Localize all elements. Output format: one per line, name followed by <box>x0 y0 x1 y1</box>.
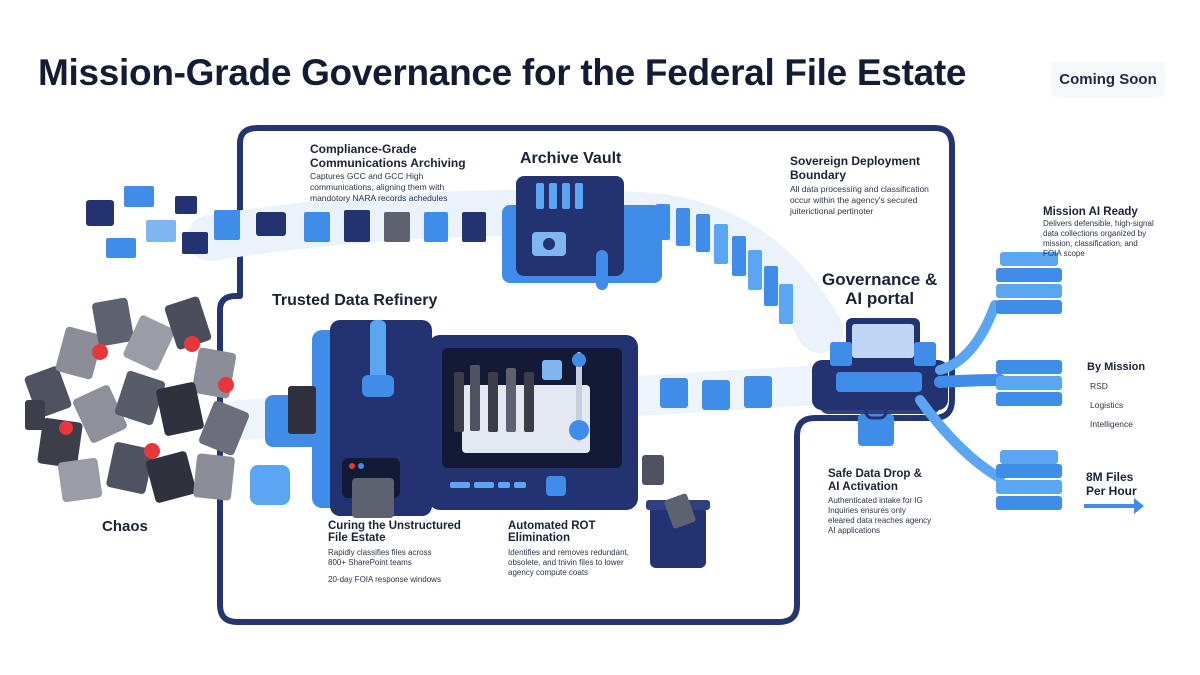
governance-heading-line: Governance & <box>822 270 938 289</box>
rot-desc-line: agency compute coats <box>508 568 589 577</box>
throughput-arrow-icon <box>1084 498 1144 514</box>
cleaned-file-cubes <box>660 376 772 410</box>
rot-heading: Automated ROT Elimination <box>508 520 596 544</box>
data-refinery-machine <box>250 320 664 518</box>
mission-ai-description: Delivers defensible, high-signal data co… <box>1043 219 1154 259</box>
sovereign-heading: Sovereign Deployment Boundary <box>790 154 920 182</box>
curing-heading-line: Curing the Unstructured <box>328 520 461 532</box>
throughput-line: Per Hour <box>1086 484 1137 498</box>
rot-heading-line: Automated ROT <box>508 520 596 532</box>
trash-bin <box>646 493 710 568</box>
output-stack-bottom <box>996 450 1062 510</box>
chaos-file-pile <box>24 296 250 503</box>
safe-drop-desc-line: AI applications <box>828 526 881 535</box>
governance-portal <box>812 318 948 446</box>
curing-desc-line: Rapidly classifies files across <box>328 548 432 557</box>
mission-item: Intelligence <box>1090 419 1134 429</box>
archiving-heading-line: Communications Archiving <box>310 156 466 170</box>
mission-ai-desc-line: Delivers defensible, high-signal <box>1043 219 1154 228</box>
page-title: Mission-Grade Governance for the Federal… <box>38 52 967 93</box>
rot-desc-line: obsolete, and tnivin files to lower <box>508 558 624 567</box>
sovereign-desc-line: All data processing and classification <box>790 184 929 194</box>
alert-icon <box>59 421 73 435</box>
alert-icon <box>218 377 234 393</box>
sovereign-heading-line: Sovereign Deployment <box>790 154 921 168</box>
safe-drop-desc-line: Authenticated intake for IG <box>828 496 923 505</box>
by-mission-heading: By Mission <box>1087 361 1146 373</box>
safe-drop-desc-line: eleared data reaches agency <box>828 516 932 525</box>
curing-heading-line: File Estate <box>328 532 386 544</box>
mission-ai-heading: Mission AI Ready <box>1043 206 1138 218</box>
sovereign-desc-line: occur within the agency's secured <box>790 195 918 205</box>
mission-ai-desc-line: data collections organized by <box>1043 229 1147 238</box>
refinery-heading: Trusted Data Refinery <box>272 292 438 309</box>
mission-ai-desc-line: mission, classification, and <box>1043 239 1138 248</box>
safe-drop-description: Authenticated intake for IG Inquiries en… <box>828 496 931 536</box>
alert-icon <box>92 344 108 360</box>
safe-drop-heading-line: AI Activation <box>828 481 898 493</box>
safe-drop-heading: Safe Data Drop & AI Activation <box>828 468 922 494</box>
curing-foia-note: 20-day FOIA response windows <box>328 575 441 584</box>
throughput-line: 8M Files <box>1086 470 1134 484</box>
sovereign-heading-line: Boundary <box>790 168 847 182</box>
archiving-desc-line: communications, aligning them with <box>310 182 445 192</box>
throughput-label: 8M Files Per Hour <box>1086 470 1137 498</box>
domino-files <box>656 204 793 324</box>
mission-item: Logistics <box>1090 400 1124 410</box>
rot-heading-line: Elimination <box>508 532 570 544</box>
stream-mid <box>934 374 1006 388</box>
by-mission-list: RSD Logistics Intelligence <box>1090 377 1133 434</box>
stream-bottom <box>915 395 1005 483</box>
stream-top <box>935 300 1000 375</box>
alert-icon <box>184 336 200 352</box>
output-stack-mid <box>996 360 1062 406</box>
output-stack-top <box>996 252 1062 314</box>
chaos-label: Chaos <box>102 518 148 535</box>
alert-icon <box>144 443 160 459</box>
archiving-description: Captures GCC and GCC High communications… <box>310 171 448 204</box>
rot-description: Identifies and removes redundant, obsole… <box>508 548 629 578</box>
rot-desc-line: Identifies and removes redundant, <box>508 548 629 557</box>
curing-heading: Curing the Unstructured File Estate <box>328 520 461 544</box>
safe-drop-desc-line: Inquiries ensures only <box>828 506 906 515</box>
mission-item: RSD <box>1090 381 1108 391</box>
coming-soon-badge: Coming Soon <box>1052 62 1164 96</box>
governance-heading-line: AI portal <box>845 289 915 308</box>
curing-desc-line: 800+ SharePoint teams <box>328 558 412 567</box>
sovereign-desc-line: juiterictional pertinoter <box>790 206 874 216</box>
archive-vault-heading: Archive Vault <box>520 150 622 167</box>
archive-vault-machine <box>502 176 662 290</box>
curing-description: Rapidly classifies files across 800+ Sha… <box>328 548 432 568</box>
archiving-desc-line: Captures GCC and GCC High <box>310 171 424 181</box>
mission-ai-desc-line: FOIA scope <box>1043 249 1085 258</box>
governance-heading: Governance & AI portal <box>822 270 937 308</box>
archiving-desc-line: mandotory NARA records achedules <box>310 193 448 203</box>
archiving-heading: Compliance-Grade Communications Archivin… <box>310 142 466 170</box>
incoming-message-icons <box>86 186 486 258</box>
sovereign-boundary <box>217 125 955 625</box>
sovereign-description: All data processing and classification o… <box>790 184 929 217</box>
archiving-heading-line: Compliance-Grade <box>310 142 417 156</box>
safe-drop-heading-line: Safe Data Drop & <box>828 468 922 480</box>
